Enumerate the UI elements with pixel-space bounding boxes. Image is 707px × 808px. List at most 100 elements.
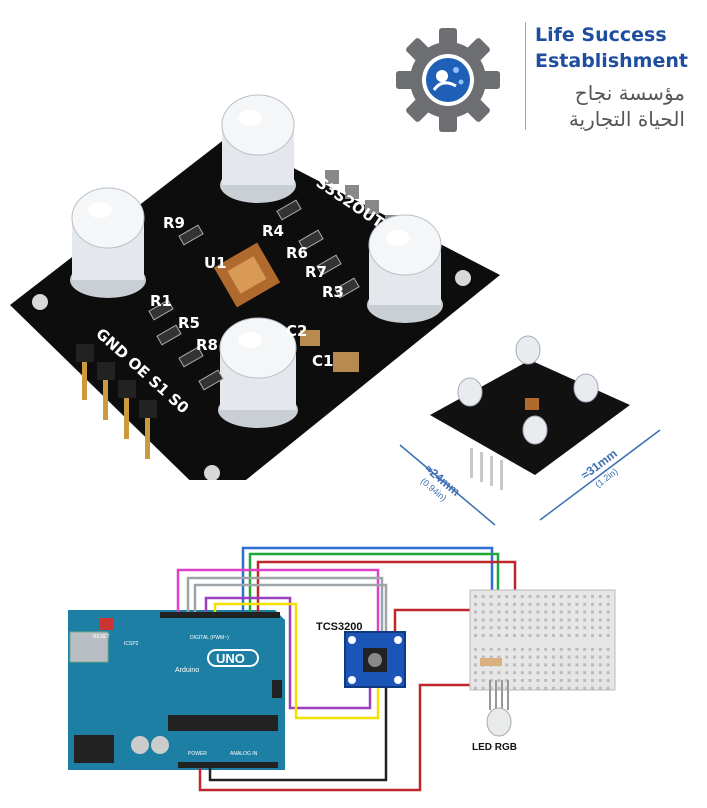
breadboard-hole <box>591 671 594 675</box>
breadboard-hole <box>481 610 485 614</box>
label-r4: R4 <box>262 222 284 240</box>
breadboard-hole <box>474 679 477 682</box>
label-c2: C2 <box>286 322 307 340</box>
breadboard-hole <box>583 602 587 606</box>
label-r9: R9 <box>163 214 185 232</box>
breadboard-hole <box>567 626 571 630</box>
breadboard-hole <box>606 610 610 614</box>
resistor <box>480 658 502 666</box>
breadboard-hole <box>513 679 516 682</box>
breadboard-hole <box>575 671 579 675</box>
breadboard-hole <box>505 634 509 637</box>
breadboard-hole <box>536 663 540 667</box>
breadboard-hole <box>505 686 509 690</box>
led-top <box>220 94 296 203</box>
breadboard-hole <box>598 686 602 690</box>
breadboard-hole <box>559 655 563 659</box>
breadboard-hole <box>583 647 587 651</box>
breadboard-hole <box>528 602 532 606</box>
breadboard-hole <box>528 655 532 659</box>
breadboard-hole <box>567 663 571 667</box>
breadboard-hole <box>505 671 509 675</box>
breadboard-hole <box>474 655 477 659</box>
breadboard-hole <box>575 610 579 614</box>
breadboard-hole <box>513 671 516 675</box>
label-c1: C1 <box>312 352 333 370</box>
breadboard-hole <box>575 679 579 682</box>
breadboard-hole <box>481 634 485 637</box>
mcu-chip <box>168 715 278 731</box>
breadboard-hole <box>591 626 594 630</box>
breadboard-hole <box>567 634 571 637</box>
breadboard-hole <box>513 602 516 606</box>
breadboard-hole <box>520 626 524 630</box>
breadboard-hole <box>489 655 493 659</box>
breadboard-hole <box>567 610 571 614</box>
breadboard-hole <box>552 686 555 690</box>
breadboard-hole <box>536 610 540 614</box>
breadboard-hole <box>583 655 587 659</box>
breadboard-hole <box>497 655 501 659</box>
breadboard-hole <box>544 595 548 598</box>
breadboard-hole <box>544 618 548 622</box>
breadboard-hole <box>598 610 602 614</box>
breadboard-hole <box>575 686 579 690</box>
breadboard-hole <box>552 626 555 630</box>
breadboard-hole <box>544 679 548 682</box>
breadboard-hole <box>575 663 579 667</box>
breadboard-hole <box>528 634 532 637</box>
breadboard-hole <box>528 686 532 690</box>
breadboard-hole <box>520 655 524 659</box>
gear-logo-icon <box>396 28 500 132</box>
arduino-logo-text: Arduino <box>175 667 199 674</box>
breadboard-hole <box>544 634 548 637</box>
breadboard-hole <box>552 679 555 682</box>
brand-name-en: Life Success Establishment <box>535 24 688 72</box>
label-r3: R3 <box>322 283 344 301</box>
label-r8: R8 <box>196 336 218 354</box>
breadboard-hole <box>559 679 563 682</box>
breadboard-hole <box>567 686 571 690</box>
power-label: POWER <box>188 751 207 757</box>
label-r1: R1 <box>150 292 172 310</box>
breadboard-hole <box>513 595 516 598</box>
breadboard-hole <box>536 618 540 622</box>
breadboard-hole <box>552 634 555 637</box>
breadboard-hole <box>474 610 477 614</box>
sensor-chip <box>213 242 281 308</box>
breadboard-hole <box>520 647 524 651</box>
breadboard-hole <box>536 626 540 630</box>
breadboard-hole <box>474 595 477 598</box>
breadboard-hole <box>575 634 579 637</box>
breadboard-hole <box>505 655 509 659</box>
breadboard-hole <box>489 686 493 690</box>
breadboard-hole <box>513 655 516 659</box>
breadboard-hole <box>598 671 602 675</box>
breadboard-hole <box>513 626 516 630</box>
breadboard-hole <box>583 595 587 598</box>
breadboard-hole <box>591 595 594 598</box>
breadboard-hole <box>583 626 587 630</box>
breadboard-hole <box>489 618 493 622</box>
breadboard-hole <box>567 655 571 659</box>
breadboard-hole <box>598 626 602 630</box>
breadboard-hole <box>536 647 540 651</box>
breadboard-hole <box>497 671 501 675</box>
breadboard-hole <box>520 671 524 675</box>
breadboard-hole <box>505 610 509 614</box>
breadboard-hole <box>520 602 524 606</box>
breadboard-hole <box>598 595 602 598</box>
breadboard-hole <box>567 671 571 675</box>
breadboard-hole <box>489 671 493 675</box>
breadboard-hole <box>591 686 594 690</box>
breadboard-hole <box>606 679 610 682</box>
breadboard-hole <box>520 686 524 690</box>
breadboard-hole <box>544 647 548 651</box>
breadboard-hole <box>497 634 501 637</box>
breadboard-hole <box>489 626 493 630</box>
breadboard-holes <box>474 595 610 690</box>
breadboard-hole <box>513 634 516 637</box>
breadboard-hole <box>552 610 555 614</box>
breadboard-hole <box>591 610 594 614</box>
breadboard-hole <box>536 671 540 675</box>
